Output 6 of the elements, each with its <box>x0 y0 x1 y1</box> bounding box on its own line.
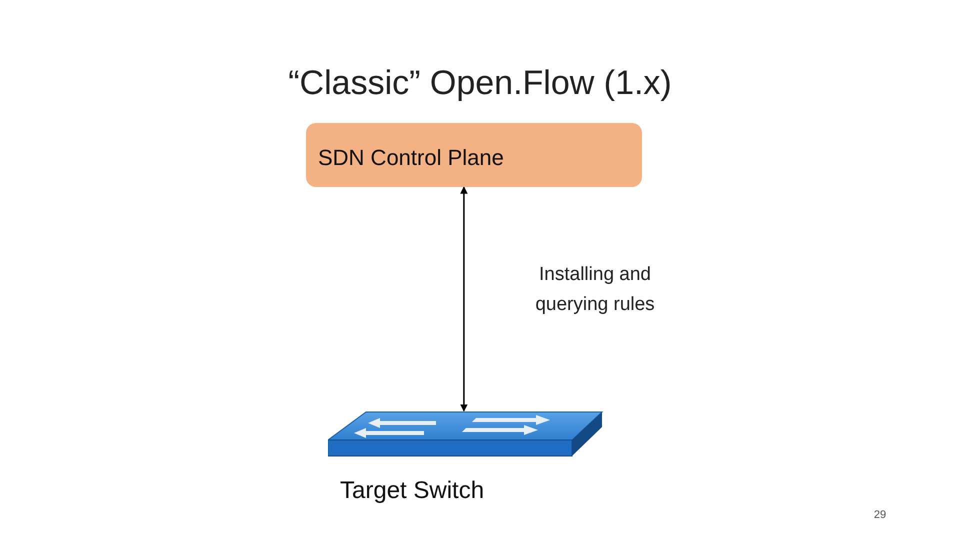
process-box: SDN Control Plane <box>306 123 642 187</box>
node-caption: Target Switch <box>340 476 484 506</box>
page-number: 29 <box>872 508 888 523</box>
slide-title: “Classic” Open.Flow (1.x) <box>287 63 673 104</box>
edge-label: Installing and querying rules <box>534 263 656 317</box>
double-headed-arrow <box>460 186 468 412</box>
